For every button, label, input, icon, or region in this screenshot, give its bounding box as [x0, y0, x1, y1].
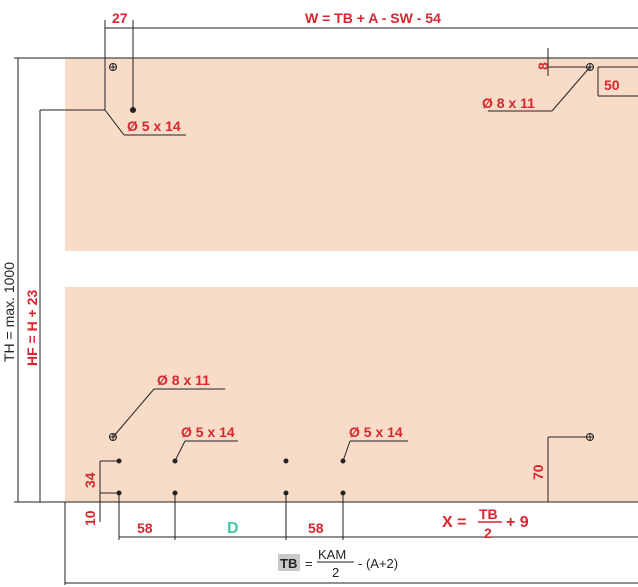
hole-dot-4: [340, 458, 346, 464]
total-height-label: TH = max. 1000: [1, 262, 17, 362]
hole-dot-5: [116, 490, 122, 496]
tb-formula: TB = KAM 2 - (A+2): [278, 547, 398, 580]
hole-top-right-label: Ø 8 x 11: [482, 95, 535, 111]
hole-top-left-label: Ø 5 x 14: [127, 118, 181, 134]
dim-8-label: 8: [535, 62, 551, 70]
x-formula-prefix: X =: [442, 514, 466, 531]
dim-D-label: D: [227, 520, 239, 537]
dim-34-label: 34: [82, 472, 98, 488]
front-height-label: HF = H + 23: [24, 290, 40, 366]
tb-formula-eq: =: [305, 556, 313, 571]
panel-lower: [65, 287, 638, 502]
hole-dot-3: [283, 458, 289, 464]
hole-dot-7: [283, 490, 289, 496]
dim-27-label: 27: [112, 10, 128, 26]
tb-highlight: [278, 554, 300, 571]
x-formula-den: 2: [484, 525, 492, 541]
dim-58-left-label: 58: [137, 520, 153, 536]
panel-upper: [65, 58, 638, 251]
hole-dot-6: [172, 490, 178, 496]
hole-lower-small-1-label: Ø 5 x 14: [181, 424, 235, 440]
tb-formula-tb: TB: [280, 556, 297, 571]
dim-70-label: 70: [530, 464, 546, 480]
dim-10-label: 10: [82, 510, 98, 526]
hole-top-left-small: [130, 107, 136, 113]
x-formula-suffix: + 9: [506, 514, 529, 531]
x-formula: X = TB 2 + 9: [442, 506, 529, 541]
holes: [109, 63, 594, 496]
tb-formula-suffix: - (A+2): [358, 556, 398, 571]
dimension-lines: [14, 20, 638, 585]
hole-dot-8: [340, 490, 346, 496]
dim-58-right-label: 58: [308, 520, 324, 536]
hole-dot-1: [116, 458, 122, 464]
hole-lower-left-large-label: Ø 8 x 11: [157, 372, 210, 388]
tb-formula-num: KAM: [318, 547, 346, 562]
x-formula-num: TB: [479, 506, 498, 522]
tb-formula-den: 2: [332, 565, 339, 580]
hole-dot-2: [172, 458, 178, 464]
hole-lower-small-2-label: Ø 5 x 14: [349, 424, 403, 440]
width-formula-label: W = TB + A - SW - 54: [305, 10, 441, 26]
dim-50-label: 50: [604, 77, 620, 93]
